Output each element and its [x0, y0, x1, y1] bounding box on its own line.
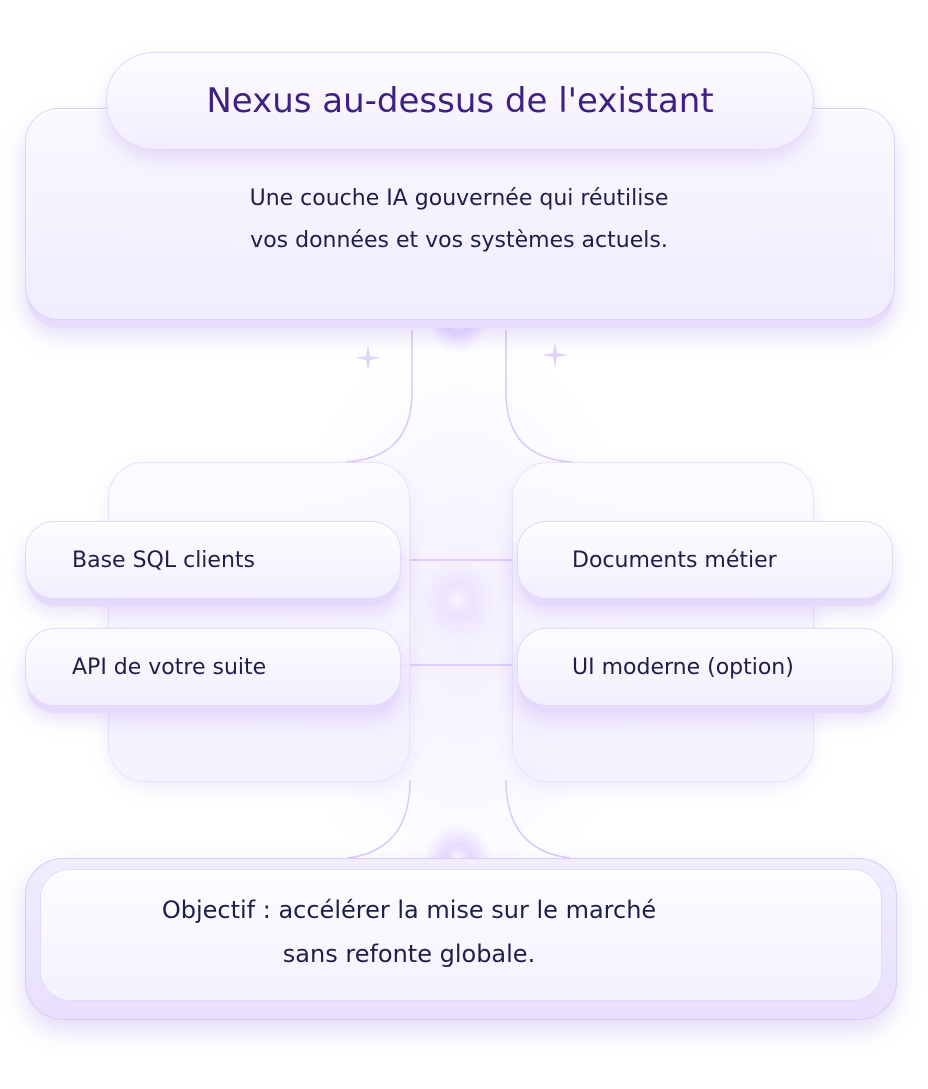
source-label-documents: Documents métier	[572, 547, 777, 573]
right-panel-backdrop	[512, 462, 814, 782]
curve-left-lower	[347, 779, 411, 859]
source-box-ui: UI moderne (option)	[517, 628, 893, 706]
glow-mid	[418, 560, 498, 640]
goal-line-2: sans refonte globale.	[282, 940, 536, 968]
sparkle-right	[542, 342, 568, 368]
sparkle-left	[355, 345, 381, 371]
left-panel-backdrop	[108, 462, 410, 782]
description-line-1: Une couche IA gouvernée qui réutilise	[249, 186, 669, 211]
curve-right-lower	[505, 779, 571, 859]
goal-card-inner	[40, 869, 882, 1001]
top-description: Une couche IA gouvernée qui réutilise vo…	[25, 178, 893, 262]
source-label-sql: Base SQL clients	[72, 547, 255, 573]
title-pill: Nexus au-dessus de l'existant	[106, 52, 814, 150]
source-box-documents: Documents métier	[517, 521, 893, 599]
description-line-2: vos données et vos systèmes actuels.	[250, 228, 668, 253]
goal-card	[25, 858, 897, 1020]
source-box-api: API de votre suite	[25, 628, 401, 706]
diagram-title: Nexus au-dessus de l'existant	[206, 81, 714, 121]
source-box-sql: Base SQL clients	[25, 521, 401, 599]
goal-text: Objectif : accélérer la mise sur le marc…	[25, 888, 793, 976]
trunk-line-left	[345, 330, 413, 463]
source-label-api: API de votre suite	[72, 654, 267, 680]
source-label-ui: UI moderne (option)	[572, 654, 794, 680]
goal-line-1: Objectif : accélérer la mise sur le marc…	[161, 896, 657, 924]
trunk-line-right	[505, 330, 573, 463]
